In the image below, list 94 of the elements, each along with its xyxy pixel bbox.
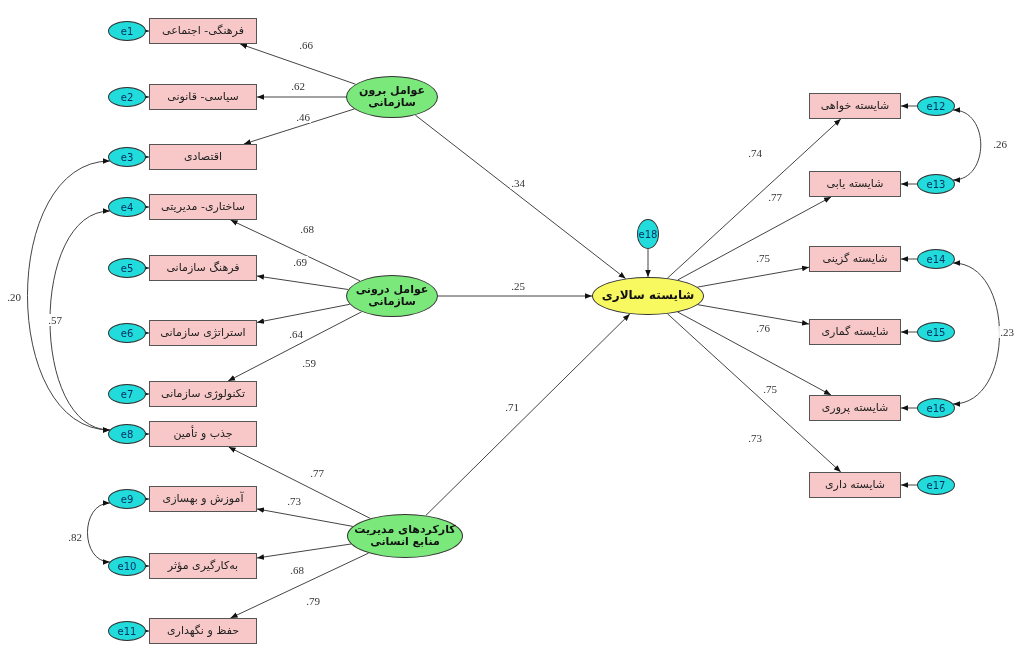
indicator-box: شایسته پروری <box>809 395 901 421</box>
arrow <box>900 181 918 187</box>
error-term-ellipse: e14 <box>917 249 955 269</box>
edge-label: .75 <box>755 252 771 264</box>
edge-label: .20 <box>6 291 22 303</box>
indicator-box: اقتصادی <box>149 144 257 170</box>
edge-label: .69 <box>292 256 308 268</box>
edge-label: .68 <box>299 223 315 235</box>
arrow <box>667 313 842 473</box>
covariance-arrow <box>49 209 111 432</box>
error-term-ellipse: e13 <box>917 174 955 194</box>
edge-label: .23 <box>999 326 1015 338</box>
covariance-arrow <box>952 108 982 182</box>
arrow <box>230 219 361 282</box>
arrow <box>227 311 363 382</box>
indicator-box: فرهنگی- اجتماعی <box>149 18 257 44</box>
edge-label: .77 <box>767 191 783 203</box>
edge-label: .82 <box>67 531 83 543</box>
error-term-ellipse: e1 <box>108 21 146 41</box>
error-term-ellipse: e18 <box>637 219 659 249</box>
arrow <box>256 543 352 560</box>
edge-label: .62 <box>290 80 306 92</box>
error-term-ellipse: e6 <box>108 323 146 343</box>
arrow <box>900 405 918 411</box>
edge-label: .34 <box>510 177 526 189</box>
indicator-box: شایسته یابی <box>809 171 901 197</box>
indicator-box: جذب و تأمین <box>149 421 257 447</box>
indicator-box: به‌کارگیری مؤثر <box>149 553 257 579</box>
edge-label: .64 <box>288 328 304 340</box>
covariance-arrow <box>87 501 111 564</box>
latent-variable-ellipse: عوامل برون سازمانی <box>346 76 438 118</box>
indicator-box: فرهنگ سازمانی <box>149 255 257 281</box>
error-term-ellipse: e16 <box>917 398 955 418</box>
arrow <box>900 482 918 488</box>
arrow <box>677 196 832 281</box>
error-term-ellipse: e8 <box>108 424 146 444</box>
covariance-arrow <box>27 159 111 432</box>
indicator-box: حفظ و نگهداری <box>149 618 257 644</box>
error-term-ellipse: e9 <box>108 489 146 509</box>
arrow <box>230 552 370 619</box>
arrow <box>666 118 842 279</box>
arrow <box>425 313 631 516</box>
edge-label: .59 <box>301 357 317 369</box>
error-term-ellipse: e15 <box>917 322 955 342</box>
arrow <box>900 329 918 335</box>
edge-label: .74 <box>747 147 763 159</box>
error-term-ellipse: e11 <box>108 621 146 641</box>
latent-variable-ellipse: کارکردهای مدیریت منابع انسانی <box>347 514 463 558</box>
latent-variable-ellipse: عوامل درونی سازمانی <box>346 275 438 317</box>
edge-label: .66 <box>298 39 314 51</box>
edge-label: .25 <box>510 280 526 292</box>
arrow <box>900 256 918 262</box>
edge-label: .73 <box>747 432 763 444</box>
arrow <box>239 43 356 85</box>
error-term-ellipse: e2 <box>108 87 146 107</box>
arrow <box>256 274 349 290</box>
indicator-box: استراتژی سازمانی <box>149 320 257 346</box>
edge-label: .71 <box>504 401 520 413</box>
edge-label: .26 <box>992 138 1008 150</box>
arrow <box>256 507 354 527</box>
edge-label: .79 <box>305 595 321 607</box>
latent-variable-ellipse: شایسته سالاری <box>592 277 704 315</box>
error-term-ellipse: e3 <box>108 147 146 167</box>
indicator-box: شایسته داری <box>809 472 901 498</box>
error-term-ellipse: e10 <box>108 556 146 576</box>
error-term-ellipse: e5 <box>108 258 146 278</box>
edge-label: .57 <box>47 314 63 326</box>
arrow <box>243 108 355 145</box>
arrow <box>228 446 371 519</box>
indicator-box: تکنولوژی سازمانی <box>149 381 257 407</box>
arrow <box>677 311 832 396</box>
arrow <box>900 103 918 109</box>
indicator-box: سیاسی- قانونی <box>149 84 257 110</box>
indicator-box: ساختاری- مدیریتی <box>149 194 257 220</box>
error-term-ellipse: e7 <box>108 384 146 404</box>
edge-label: .75 <box>762 383 778 395</box>
edge-label: .68 <box>289 564 305 576</box>
arrow <box>645 248 651 278</box>
error-term-ellipse: e12 <box>917 96 955 116</box>
arrow <box>697 304 810 326</box>
indicator-box: شایسته خواهی <box>809 93 901 119</box>
arrow <box>256 94 347 100</box>
indicator-box: آموزش و بهسازی <box>149 486 257 512</box>
error-term-ellipse: e4 <box>108 197 146 217</box>
indicator-box: شایسته گزینی <box>809 246 901 272</box>
edge-label: .76 <box>755 322 771 334</box>
arrow <box>697 265 810 288</box>
covariance-arrow <box>952 261 1001 406</box>
arrow <box>437 293 593 299</box>
error-term-ellipse: e17 <box>917 475 955 495</box>
edge-label: .77 <box>309 467 325 479</box>
edge-label: .73 <box>286 495 302 507</box>
edge-label: .46 <box>295 111 311 123</box>
indicator-box: شایسته گماری <box>809 319 901 345</box>
